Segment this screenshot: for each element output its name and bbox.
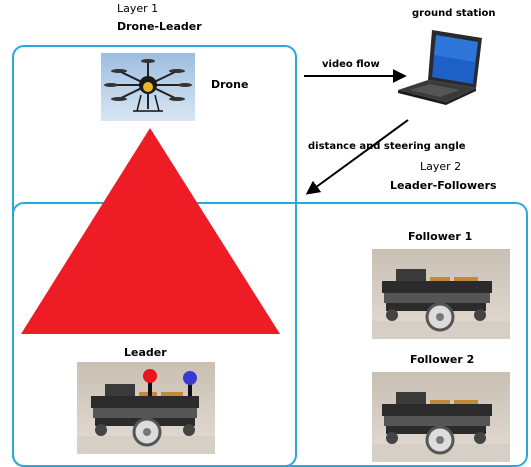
layer1-subtitle: Drone-Leader: [117, 20, 202, 33]
layer1-title: Layer 1: [117, 2, 159, 15]
leader-label: Leader: [124, 346, 167, 359]
ground-station-label: ground station: [412, 8, 496, 19]
laptop-icon: [396, 28, 486, 106]
follower2-photo: [372, 372, 510, 462]
layer2-subtitle: Leader-Followers: [390, 179, 497, 192]
leader-photo: [77, 362, 215, 454]
follower1-photo: [372, 249, 510, 339]
follower1-label: Follower 1: [408, 230, 473, 243]
drone-photo: [101, 53, 195, 121]
follower2-label: Follower 2: [410, 353, 475, 366]
distance-angle-label: distance and steering angle: [308, 141, 466, 152]
layer2-box: [12, 202, 528, 467]
drone-label: Drone: [211, 78, 249, 91]
feedback-arrow: [305, 119, 409, 195]
video-flow-label: video flow: [322, 59, 380, 70]
layer2-title: Layer 2: [420, 160, 462, 173]
